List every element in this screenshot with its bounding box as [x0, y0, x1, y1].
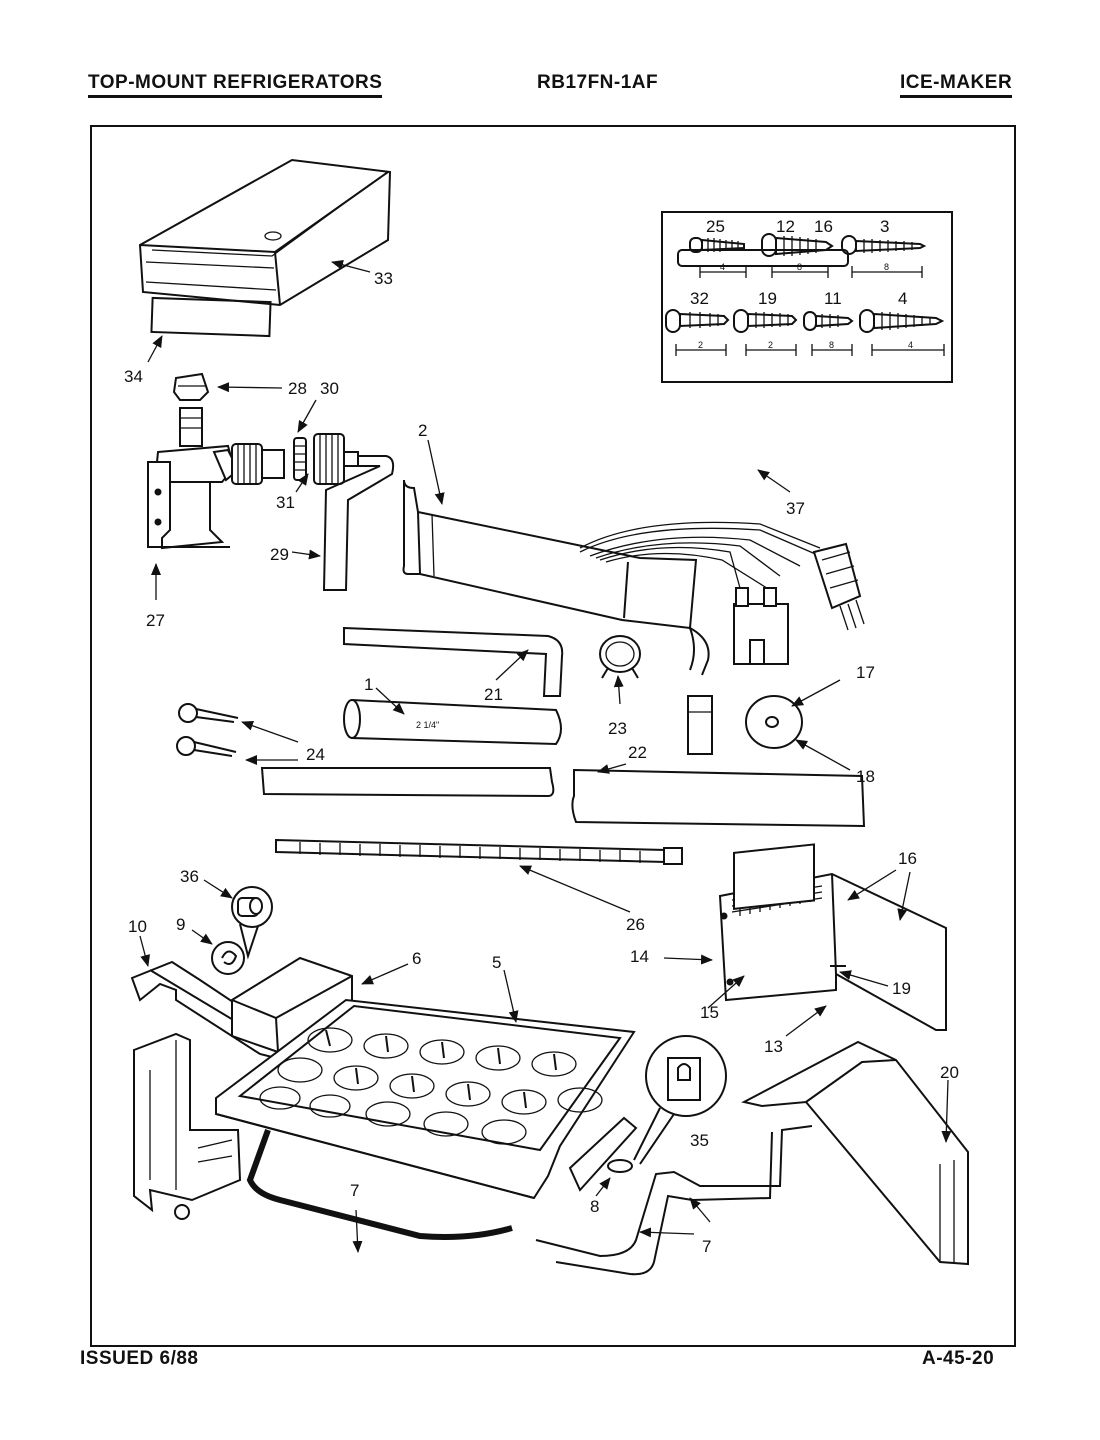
part-15-control-label [733, 843, 815, 910]
callout-33: 33 [374, 269, 393, 288]
part-17-18-washer [745, 695, 803, 749]
leader-arrows [139, 259, 952, 1253]
part-22-rod-left [260, 767, 555, 798]
callout-20: 20 [940, 1063, 959, 1082]
callout-17: 17 [856, 663, 875, 682]
callout-29: 29 [270, 545, 289, 564]
screw-19 [733, 309, 798, 333]
part-2-fill-tube-harness [402, 479, 865, 755]
screw-32 [665, 309, 730, 333]
callout-14: 14 [630, 947, 649, 966]
part-9-spring-detail [211, 941, 245, 975]
callout-16: 16 [898, 849, 917, 868]
callout-35: 35 [690, 1131, 709, 1150]
callout-19: 19 [892, 979, 911, 998]
callout-24: 24 [306, 745, 325, 764]
callout-7-left: 7 [350, 1181, 359, 1200]
header-model-number: RB17FN-1AF [537, 72, 659, 93]
callout-26: 26 [626, 915, 645, 934]
callout-21: 21 [484, 685, 503, 704]
callout-2: 2 [418, 421, 427, 440]
ice-tray-cups [259, 1027, 603, 1145]
callout-28: 28 [288, 379, 307, 398]
inset-screw-label-32: 32 [690, 289, 709, 308]
part-7-shutoff-arm [535, 1125, 813, 1258]
part-33-ice-bin [138, 158, 392, 307]
svg-text:2: 2 [698, 340, 703, 350]
screw-11 [803, 311, 854, 331]
callout-18: 18 [856, 767, 875, 786]
inset-screw-label-12: 12 [776, 217, 795, 236]
part-22-rod-right [571, 768, 866, 828]
diagram-frame [90, 125, 1016, 1347]
ice-maker-assembly [130, 956, 638, 1220]
inset-screw-labels: 25 12 16 3 32 19 11 4 [690, 217, 907, 308]
svg-text:2: 2 [768, 340, 773, 350]
inset-screw-label-11: 11 [824, 289, 842, 308]
part-37-rod [677, 249, 849, 267]
callout-36: 36 [180, 867, 199, 886]
callout-15: 15 [700, 1003, 719, 1022]
part-29-water-tube [322, 455, 395, 591]
callout-8: 8 [590, 1197, 599, 1216]
callout-10: 10 [128, 917, 147, 936]
part-23-hose-clamp [599, 635, 641, 679]
callout-9: 9 [176, 915, 185, 934]
part-26-cable-tie [275, 838, 683, 865]
header-component-title: ICE-MAKER [900, 72, 1013, 98]
part-30-31-fitting-rings [231, 433, 359, 485]
part-21-elbow-tube [343, 626, 564, 697]
screw-3 [841, 235, 927, 255]
callout-37: 37 [786, 499, 805, 518]
part-28-nut [172, 372, 210, 401]
inset-screw-label-19: 19 [758, 289, 777, 308]
inset-screw-label-4: 4 [898, 289, 907, 308]
callout-22: 22 [628, 743, 647, 762]
callout-30: 30 [320, 379, 339, 398]
callout-34: 34 [124, 367, 143, 386]
inset-screw-label-16: 16 [814, 217, 833, 236]
footer-page-code: A-45-20 [922, 1348, 995, 1369]
svg-text:8: 8 [884, 262, 889, 272]
part-36-bushing-detail [231, 886, 273, 960]
part-27-water-valve [147, 407, 240, 550]
footer-issue-date: ISSUED 6/88 [80, 1348, 199, 1369]
tube-size-label: 2 1/4" [416, 720, 439, 730]
part-24-clips [176, 703, 239, 757]
part-35-clip-detail [633, 1035, 727, 1165]
callout-1: 1 [364, 675, 373, 694]
callout-27: 27 [146, 611, 165, 630]
screw-25 [689, 237, 745, 253]
part-13-14-control-housing [718, 843, 947, 1031]
callout-5: 5 [492, 953, 501, 972]
callout-23: 23 [608, 719, 627, 738]
svg-text:8: 8 [829, 340, 834, 350]
screw-4 [859, 309, 945, 333]
callout-31: 31 [276, 493, 295, 512]
callout-6: 6 [412, 949, 421, 968]
part-7-shutoff-arm-installed [246, 1128, 513, 1240]
header-section-title: TOP-MOUNT REFRIGERATORS [88, 72, 383, 98]
screw-inset-panel: 4 8 8 2 2 8 4 [661, 211, 953, 383]
svg-text:4: 4 [908, 340, 913, 350]
callout-13: 13 [764, 1037, 783, 1056]
screw-12-16 [761, 233, 834, 257]
part-1-tube-section: 2 1/4" [343, 698, 562, 746]
inset-screw-label-3: 3 [880, 217, 889, 236]
inset-screw-label-25: 25 [706, 217, 725, 236]
part-20-front-cover [741, 1040, 969, 1266]
callout-7-right: 7 [702, 1237, 711, 1256]
part-34-bin-label-strip [150, 296, 272, 338]
